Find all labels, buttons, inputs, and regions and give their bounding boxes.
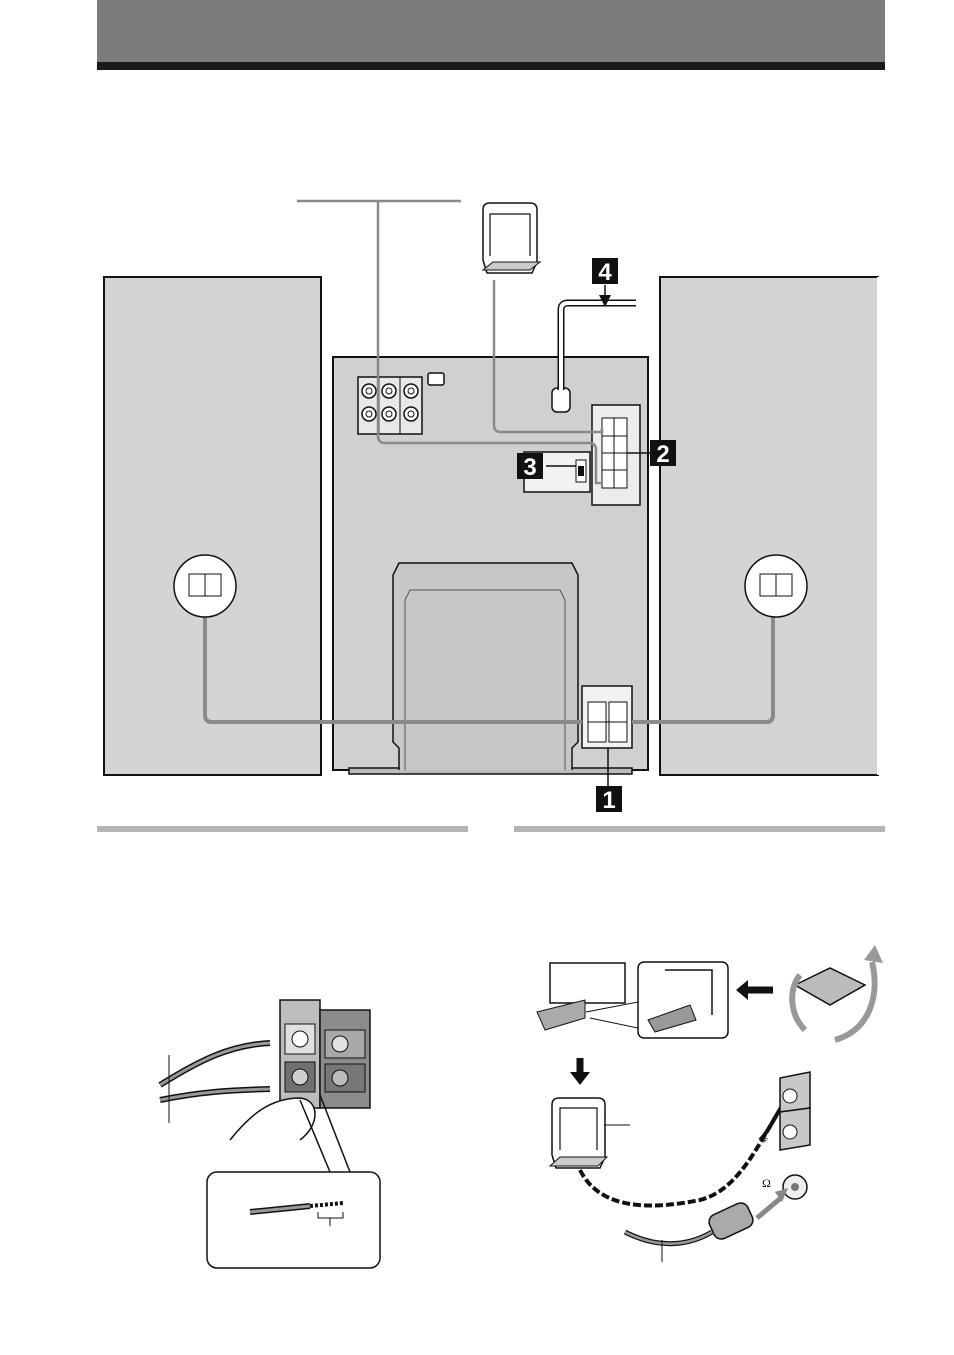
antenna-terminal-block — [592, 405, 640, 505]
svg-text:4: 4 — [598, 259, 612, 286]
main-unit-rear — [333, 357, 648, 774]
rca-jacks — [358, 377, 422, 434]
step-badge-4: 4 — [592, 258, 618, 286]
svg-text:Ω: Ω — [762, 1176, 771, 1190]
svg-text:⏚: ⏚ — [758, 1131, 770, 1145]
right-speaker — [660, 277, 881, 775]
left-speaker-terminal — [174, 555, 236, 617]
svg-text:3: 3 — [523, 454, 536, 481]
left-speaker — [104, 277, 321, 775]
am-loop-antenna — [483, 203, 540, 273]
unit-speaker-terminals — [582, 686, 632, 748]
optical-port — [428, 373, 444, 385]
ac-cord-plug — [552, 388, 570, 412]
svg-text:1: 1 — [602, 787, 615, 814]
right-speaker-terminal — [745, 555, 807, 617]
speaker-wire-illustration — [160, 1000, 380, 1268]
wire-strip-detail — [207, 1172, 380, 1268]
antenna-assembly-illustration: ⏚ Ω — [537, 945, 883, 1262]
svg-text:2: 2 — [656, 441, 669, 468]
